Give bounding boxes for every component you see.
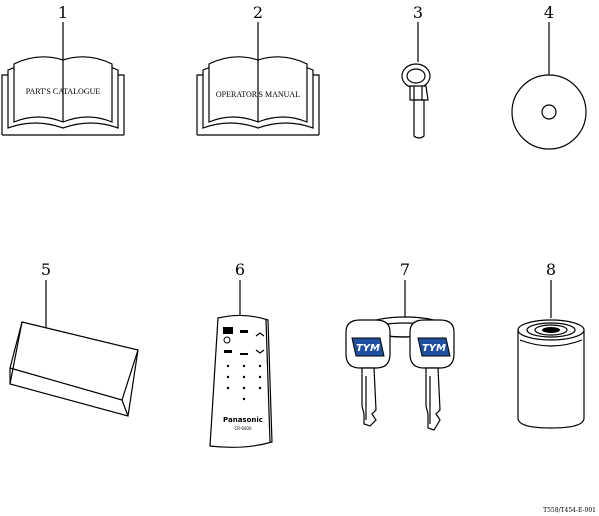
book-title: OPERATOR'S MANUAL — [216, 90, 300, 99]
item-number-8: 8 — [546, 260, 556, 279]
remote-brand: Panasonic — [223, 416, 263, 424]
item-6: 6 Panasonic CR-6000 — [209, 260, 273, 448]
item-3: 3 — [401, 3, 431, 139]
block-icon — [9, 321, 139, 417]
key-logo: TYM — [422, 343, 446, 354]
remote-control-icon: Panasonic CR-6000 — [209, 314, 273, 448]
remote-model: CR-6000 — [234, 426, 251, 431]
oil-filter-icon — [517, 319, 585, 429]
grease-nipple-icon — [401, 63, 431, 139]
key-logo: TYM — [356, 343, 380, 354]
item-1: 1 PART'S CATALOGUE — [1, 3, 125, 136]
book-icon — [196, 56, 320, 136]
item-7: 7 TYM TYM — [345, 260, 455, 431]
keys-icon: TYM TYM — [345, 316, 455, 431]
book-icon — [1, 56, 125, 136]
item-number-2: 2 — [253, 3, 263, 22]
item-2: 2 OPERATOR'S MANUAL — [196, 3, 320, 136]
item-8: 8 — [517, 260, 585, 429]
item-5: 5 — [9, 260, 139, 417]
drawing-code: T558/T454-E-901 — [543, 507, 596, 514]
item-number-5: 5 — [41, 260, 51, 279]
disc-icon — [511, 74, 587, 150]
item-4: 4 — [511, 3, 587, 150]
item-number-6: 6 — [235, 260, 245, 279]
item-number-3: 3 — [413, 3, 423, 22]
item-number-7: 7 — [400, 260, 410, 279]
item-number-4: 4 — [544, 3, 554, 22]
book-title: PART'S CATALOGUE — [26, 87, 101, 96]
item-number-1: 1 — [58, 3, 68, 22]
